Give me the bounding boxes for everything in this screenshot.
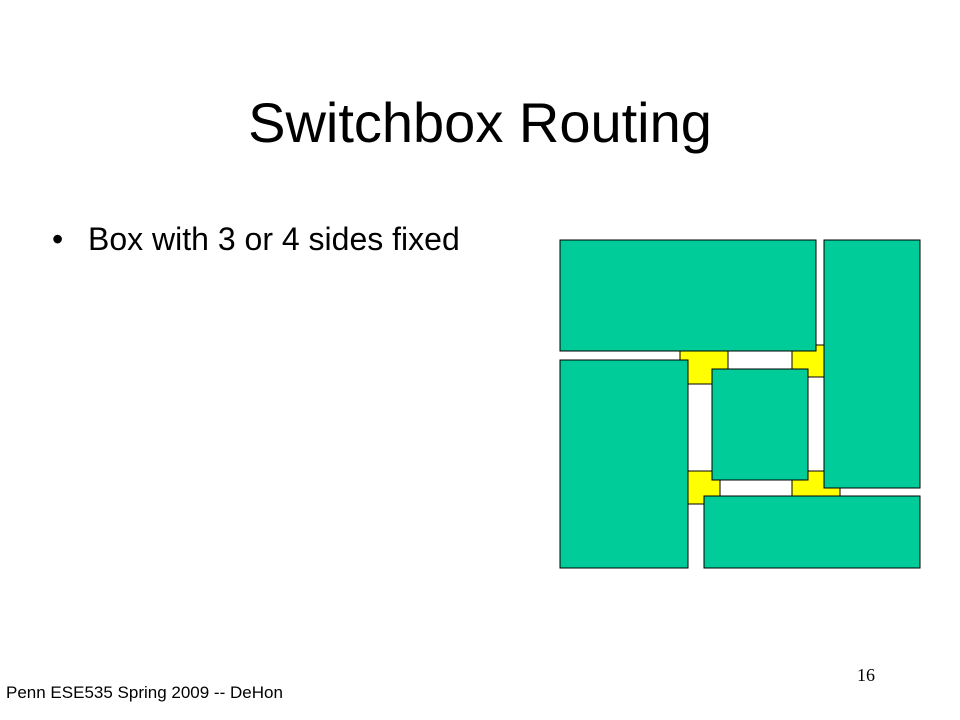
block-left (559, 359, 689, 569)
block-right (823, 239, 921, 489)
footer: Penn ESE535 Spring 2009 -- DeHon (6, 683, 283, 702)
slide-title: Switchbox Routing (248, 91, 712, 154)
bullet-list: • Box with 3 or 4 sides fixed (52, 220, 492, 259)
bullet-dot-icon: • (52, 221, 64, 257)
block-center (711, 368, 809, 481)
page-number: 16 (857, 665, 875, 685)
block-bottom (703, 495, 921, 569)
bullet-text: Box with 3 or 4 sides fixed (88, 221, 460, 257)
switchbox-diagram (559, 239, 921, 569)
block-top-left (559, 239, 817, 352)
bullet-item: • Box with 3 or 4 sides fixed (52, 220, 492, 259)
